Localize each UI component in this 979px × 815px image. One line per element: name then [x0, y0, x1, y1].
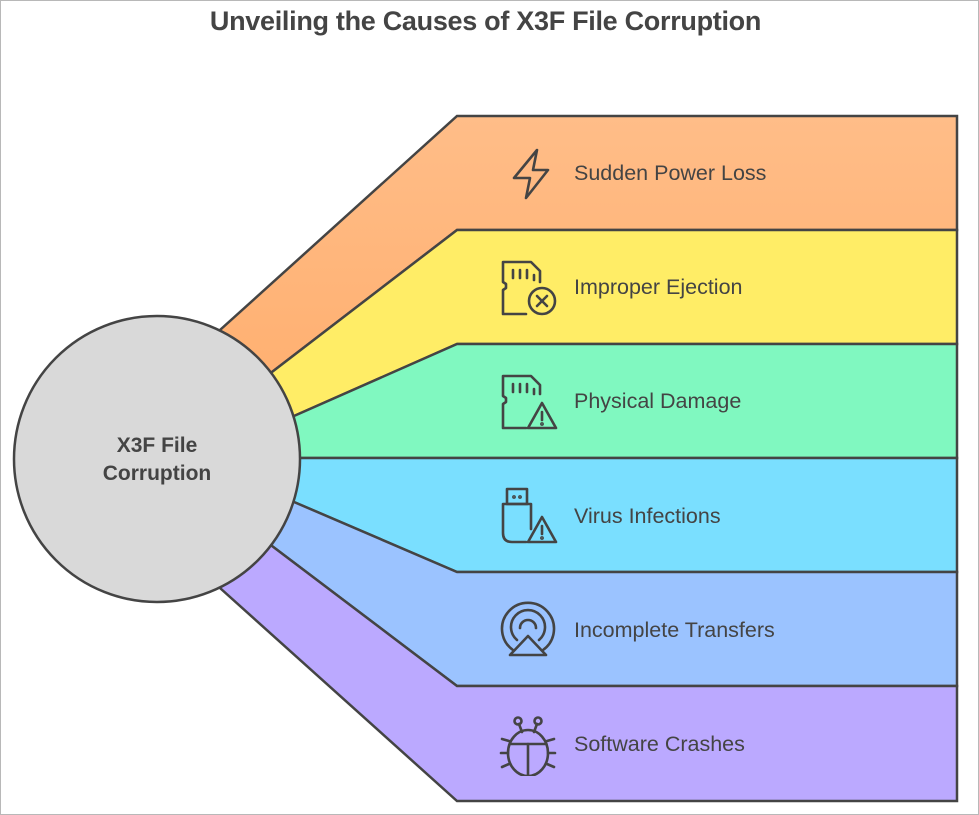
cause-label-improper-ejection: Improper Ejection [574, 275, 743, 299]
airplay-broadcast-icon [496, 598, 560, 662]
usb-drive-warning-icon [496, 484, 560, 548]
lightning-bolt-icon [496, 141, 560, 205]
cause-label-software-crashes: Software Crashes [574, 732, 745, 756]
center-label: X3F File Corruption [57, 432, 257, 488]
sd-card-x-icon [496, 256, 560, 320]
bug-icon [496, 712, 560, 776]
center-label-line1: X3F File [116, 434, 198, 457]
center-label-line2: Corruption [102, 462, 212, 485]
cause-label-virus-infections: Virus Infections [574, 504, 721, 528]
cause-label-sudden-power-loss: Sudden Power Loss [574, 161, 767, 185]
band-software-crashes [155, 458, 959, 803]
center-circle [12, 314, 302, 604]
sd-card-warning-icon [496, 370, 560, 434]
cause-label-physical-damage: Physical Damage [574, 389, 742, 413]
diagram-title: Unveiling the Causes of X3F File Corrupt… [209, 6, 762, 36]
cause-label-incomplete-transfers: Incomplete Transfers [574, 618, 775, 642]
